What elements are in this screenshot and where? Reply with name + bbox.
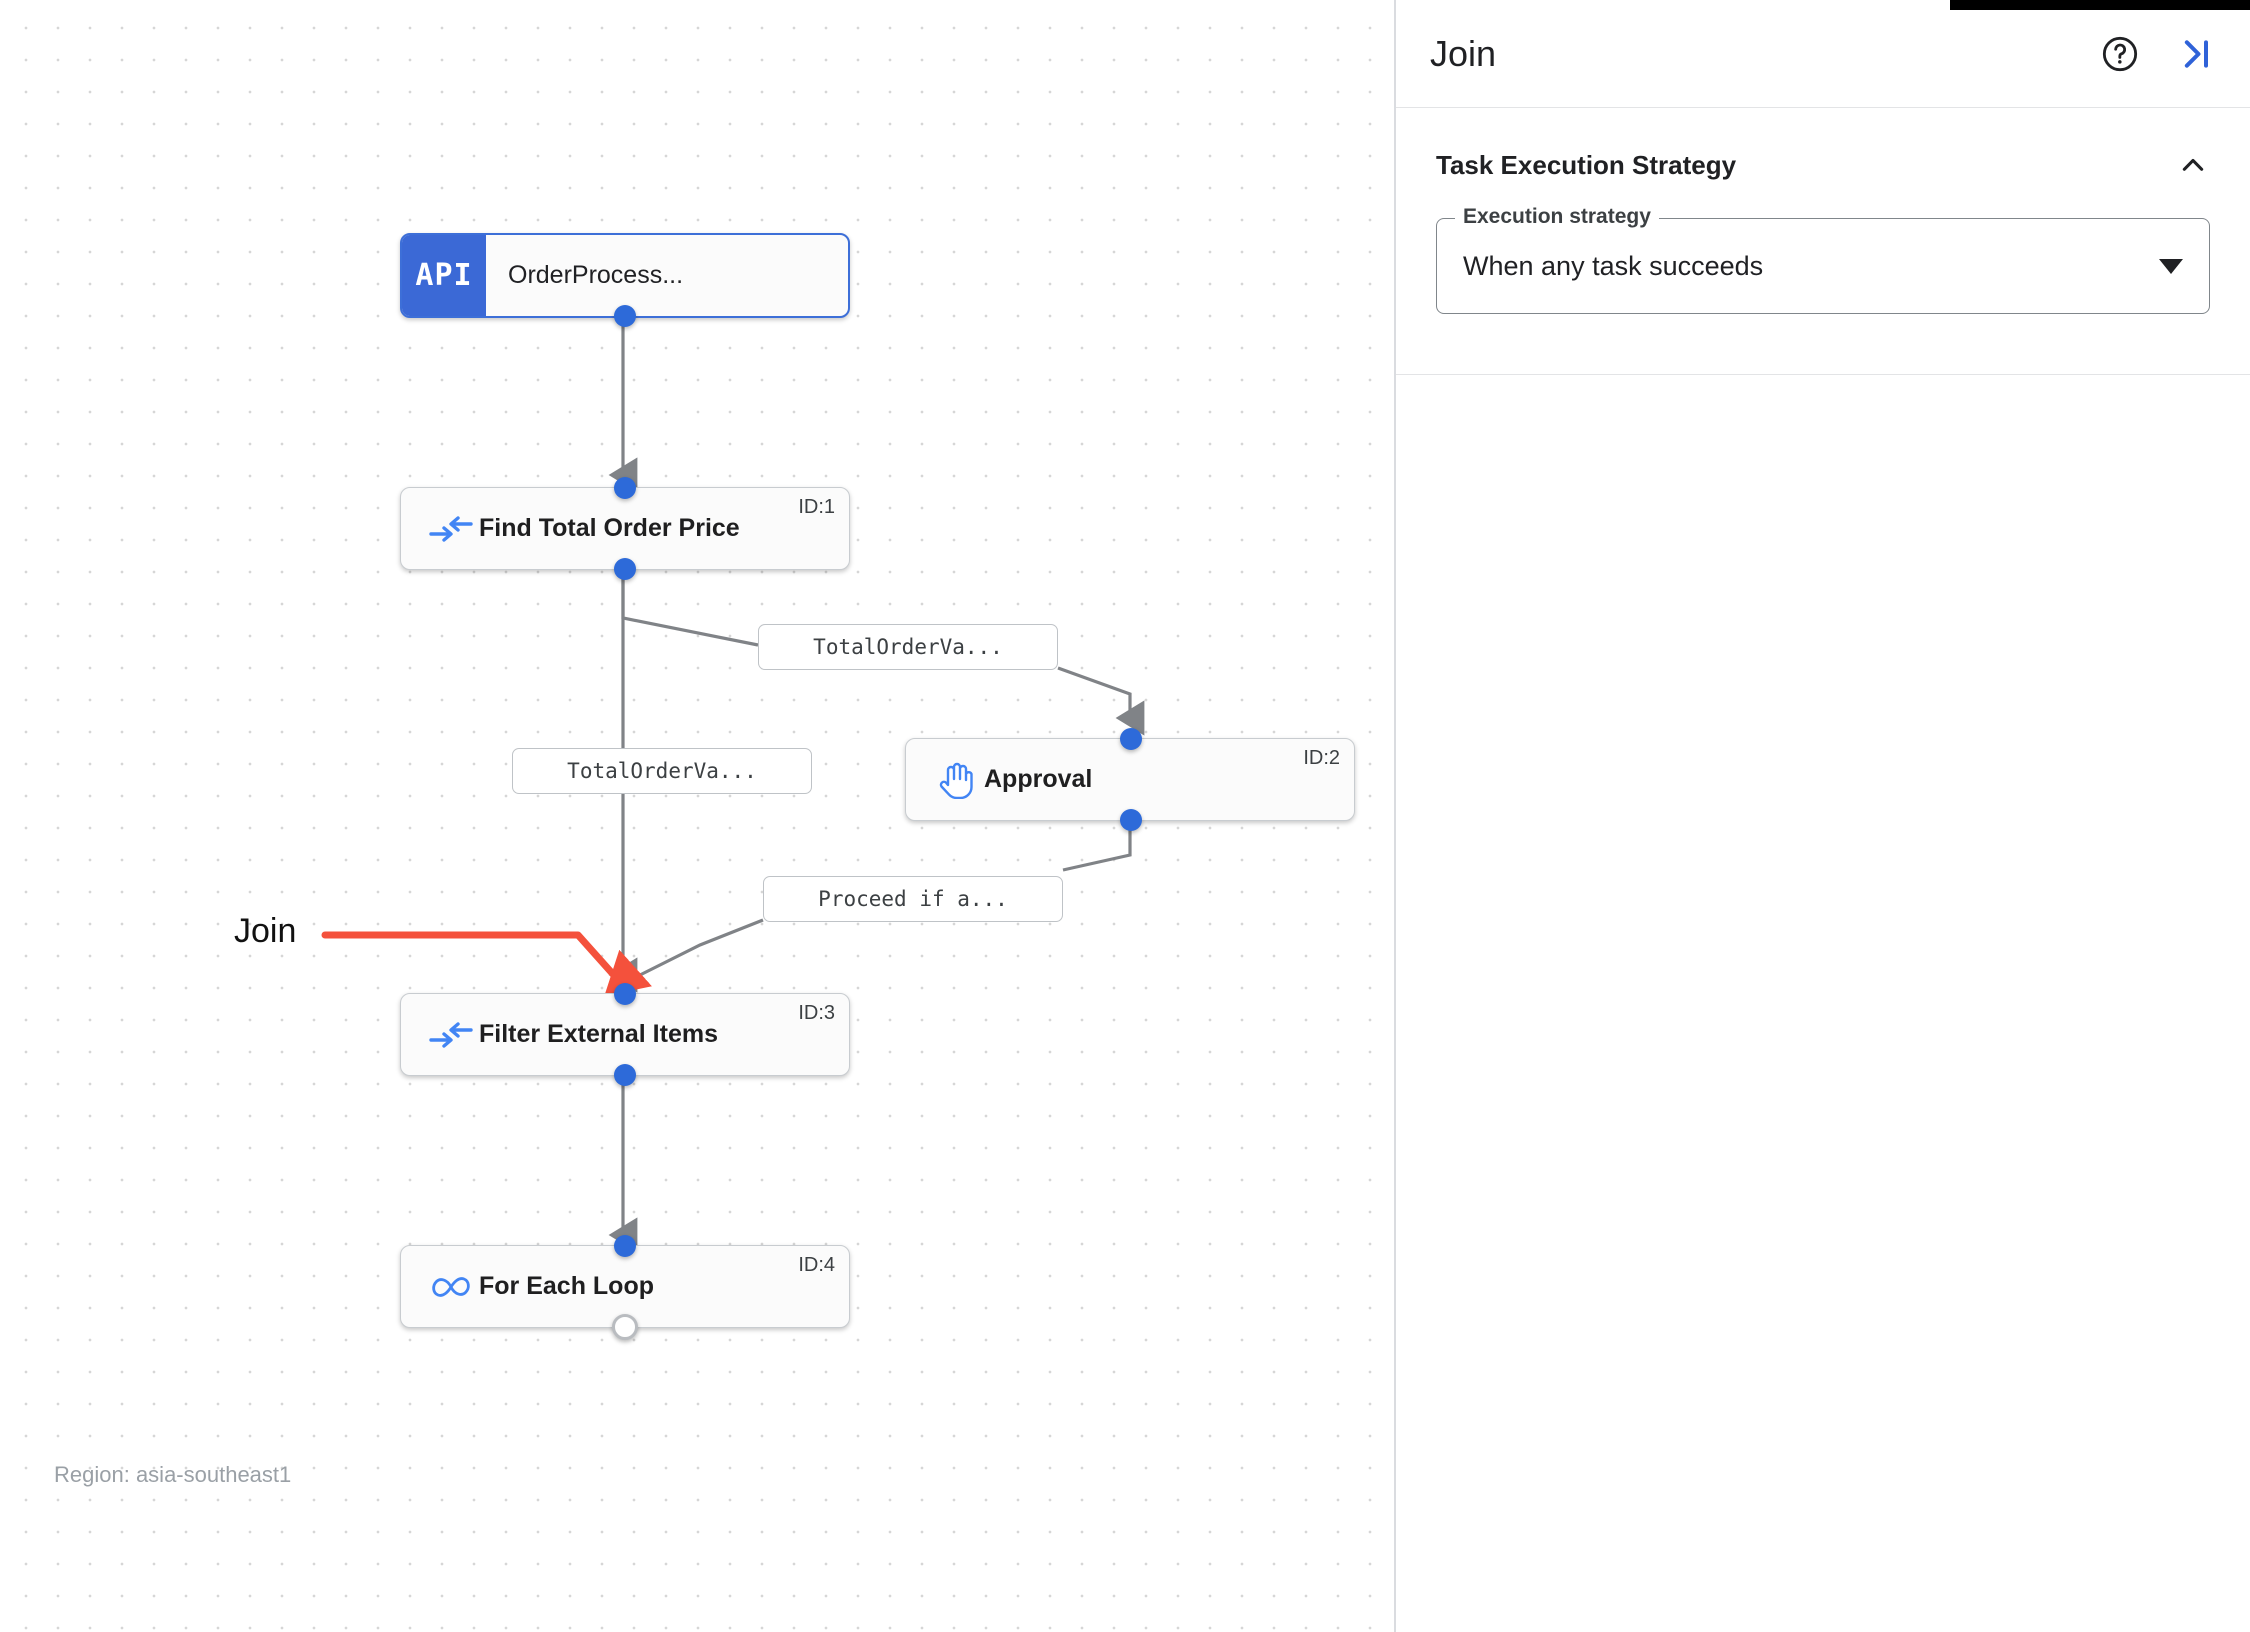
port-output-n3[interactable] — [614, 1064, 636, 1086]
edge-label-proceed-if-approved[interactable]: Proceed if a... — [763, 876, 1063, 922]
port-output-n4[interactable] — [612, 1314, 638, 1340]
edge-label-totalordervalue-to-filter[interactable]: TotalOrderVa... — [512, 748, 812, 794]
node-n4-inner: For Each Loop — [401, 1246, 849, 1327]
node-title-n1: Find Total Order Price — [479, 514, 740, 542]
node-id-n2: ID:2 — [1303, 747, 1340, 769]
port-output-n2[interactable] — [1120, 809, 1142, 831]
edge-n2-to-n3 — [1062, 820, 1132, 872]
region-label: Region: asia-southeast1 — [54, 1462, 292, 1487]
node-api-inner: API OrderProcess... — [402, 235, 848, 316]
api-badge-label: API — [415, 258, 473, 293]
node-title-api: OrderProcess... — [508, 261, 684, 289]
node-title-n4: For Each Loop — [479, 1272, 654, 1300]
data-mapping-icon — [423, 509, 479, 549]
annotation-label-join: Join — [234, 912, 297, 950]
edge-label-totalordervalue-to-approval[interactable]: TotalOrderVa... — [758, 624, 1058, 670]
port-output-n1[interactable] — [614, 558, 636, 580]
node-n2-inner: Approval — [906, 739, 1354, 820]
section-title: Task Execution Strategy — [1436, 149, 1737, 180]
data-mapping-icon — [423, 1015, 479, 1055]
port-input-n1[interactable] — [614, 477, 636, 499]
properties-panel: Join Task Execution Strategy — [1396, 0, 2250, 1632]
node-approval[interactable]: Approval ID:2 — [905, 728, 1355, 831]
node-id-n3: ID:3 — [798, 1002, 835, 1024]
node-title-n2: Approval — [984, 765, 1093, 793]
panel-header: Join — [1396, 0, 2250, 108]
edge-n1-to-n2-tail — [1057, 666, 1145, 736]
execution-strategy-label: Execution strategy — [1455, 206, 1659, 227]
node-for-each-loop[interactable]: For Each Loop ID:4 — [400, 1235, 850, 1340]
api-badge-icon: API — [402, 235, 486, 316]
node-id-n1: ID:1 — [798, 496, 835, 518]
edge-label-text: TotalOrderVa... — [567, 759, 757, 783]
dropdown-arrow-icon[interactable] — [2159, 258, 2183, 274]
node-id-n4: ID:4 — [798, 1254, 835, 1276]
node-n3-inner: Filter External Items — [401, 994, 849, 1075]
section-header[interactable]: Task Execution Strategy — [1436, 148, 2210, 182]
node-find-total-order-price[interactable]: Find Total Order Price ID:1 — [400, 477, 850, 580]
node-api-trigger[interactable]: API OrderProcess... — [400, 233, 850, 327]
hand-approval-icon — [928, 760, 984, 800]
node-title-n3: Filter External Items — [479, 1020, 718, 1048]
infinity-loop-icon — [423, 1267, 479, 1307]
collapse-panel-icon[interactable] — [2172, 30, 2220, 78]
chevron-up-icon[interactable] — [2176, 148, 2210, 182]
task-execution-strategy-section: Task Execution Strategy Execution strate… — [1396, 108, 2250, 375]
annotation-arrow — [321, 931, 652, 996]
edge-n2-to-n3-tail — [639, 918, 764, 977]
workflow-canvas[interactable]: API OrderProcess... Find Total Order Pri… — [0, 0, 1396, 1632]
edge-label-text: Proceed if a... — [818, 887, 1008, 911]
edge-label-text: TotalOrderVa... — [813, 635, 1003, 659]
edge-n1-to-n2 — [621, 570, 759, 647]
execution-strategy-value: When any task succeeds — [1463, 250, 1764, 281]
port-input-n3[interactable] — [614, 983, 636, 1005]
port-input-n2[interactable] — [1120, 728, 1142, 750]
port-output-api[interactable] — [614, 305, 636, 327]
help-circle-icon[interactable] — [2096, 30, 2144, 78]
canvas-panel-divider — [1394, 0, 1396, 1632]
panel-title: Join — [1430, 32, 1497, 74]
node-filter-external-items[interactable]: Filter External Items ID:3 — [400, 983, 850, 1086]
node-n1-inner: Find Total Order Price — [401, 488, 849, 569]
execution-strategy-select[interactable]: Execution strategy When any task succeed… — [1436, 206, 2210, 314]
port-input-n4[interactable] — [614, 1235, 636, 1257]
window-top-bar — [1950, 0, 2250, 10]
